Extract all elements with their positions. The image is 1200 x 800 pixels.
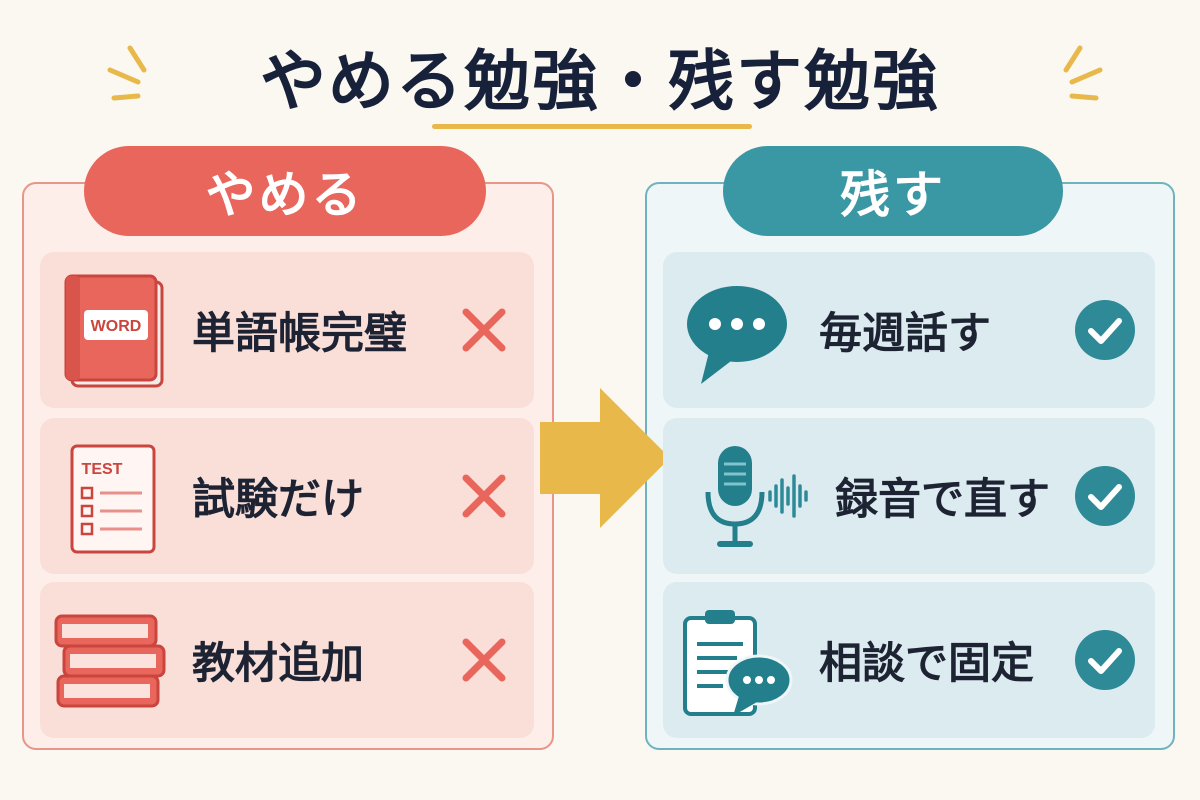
keep-item-label: 毎週話す bbox=[819, 309, 991, 359]
check-circle-icon bbox=[1075, 466, 1135, 526]
microphone-icon bbox=[705, 446, 808, 547]
arrow-right-icon bbox=[540, 388, 670, 528]
test-sheet-text: TEST bbox=[82, 461, 123, 478]
title-underline bbox=[432, 124, 752, 129]
keep-item-weekly-talk: 毎週話す bbox=[663, 252, 1155, 408]
stop-item-test: TEST 試験だけ bbox=[40, 418, 534, 574]
check-circle-icon bbox=[1075, 630, 1135, 690]
check-circle-icon bbox=[1075, 300, 1135, 360]
page-title: やめる勉強・残す勉強 bbox=[260, 43, 940, 120]
keep-item-label: 録音で直す bbox=[835, 475, 1050, 525]
sparkle-right-icon bbox=[1063, 45, 1103, 101]
stop-item-book-stack: 教材追加 bbox=[40, 582, 534, 738]
word-book-icon: WORD bbox=[64, 274, 164, 388]
cross-icon bbox=[462, 638, 506, 682]
keep-item-label: 相談で固定 bbox=[819, 639, 1034, 689]
cross-icon bbox=[462, 474, 506, 518]
cross-icon bbox=[462, 308, 506, 352]
stop-item-label: 単語帳完璧 bbox=[192, 309, 407, 359]
speech-bubble-icon bbox=[687, 286, 787, 384]
test-sheet-icon: TEST bbox=[70, 444, 156, 554]
sparkle-left-icon bbox=[107, 45, 147, 101]
word-book-text: WORD bbox=[91, 318, 142, 335]
stop-item-word-book: WORD 単語帳完璧 bbox=[40, 252, 534, 408]
stop-item-label: 教材追加 bbox=[192, 639, 364, 689]
keep-heading: 残す bbox=[723, 146, 1063, 236]
keep-item-consultation: 相談で固定 bbox=[663, 582, 1155, 738]
stop-heading: やめる bbox=[84, 146, 486, 236]
stop-item-label: 試験だけ bbox=[192, 475, 364, 525]
keep-item-recording: 録音で直す bbox=[663, 418, 1155, 574]
clipboard-chat-icon bbox=[683, 610, 793, 716]
book-stack-icon bbox=[54, 614, 166, 708]
